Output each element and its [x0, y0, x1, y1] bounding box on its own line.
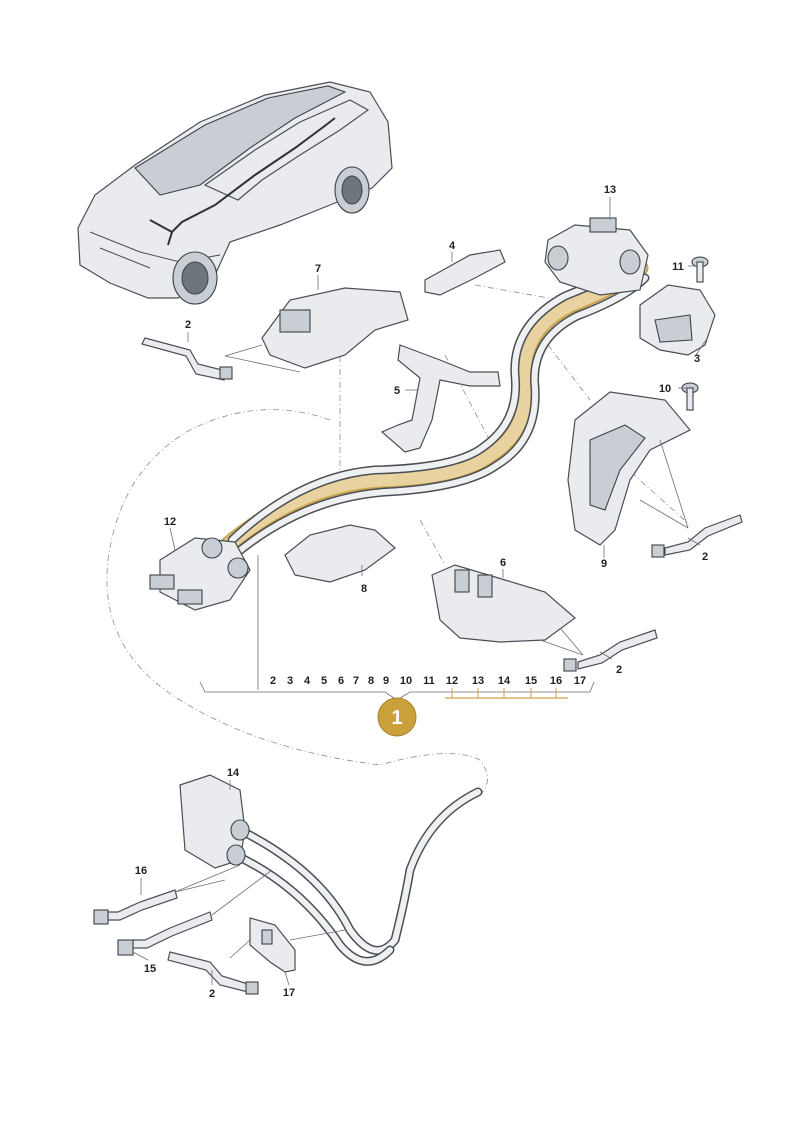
part-label-15: 15	[144, 963, 156, 975]
part-labels: 13 11 3 10 9 4 7 5 12 8 6 2 2 2 2 14 16 …	[135, 184, 708, 1000]
part-label-5: 5	[394, 385, 400, 397]
callout-row-label: 5	[321, 675, 327, 687]
cover-9	[567, 391, 691, 546]
part-label-2-top-left: 2	[185, 319, 191, 331]
bracket-5	[380, 344, 501, 453]
part-label-17: 17	[283, 987, 295, 999]
part-label-8: 8	[361, 583, 367, 595]
callout-row-label: 6	[338, 675, 344, 687]
leader-lines	[132, 197, 707, 986]
cable-tie-2a	[141, 337, 233, 381]
callout-row-label: 16	[550, 675, 562, 687]
callout-row-label: 11	[423, 675, 435, 687]
bracket-4	[424, 249, 506, 296]
part-label-10: 10	[659, 383, 671, 395]
part-label-2-bottom: 2	[209, 988, 215, 1000]
part-label-13: 13	[604, 184, 616, 196]
main-callout-badge[interactable]: 1	[377, 697, 417, 737]
part-label-11: 11	[672, 261, 684, 273]
part-label-2-right: 2	[702, 551, 708, 563]
car-illustration	[77, 81, 393, 305]
part-label-3: 3	[694, 353, 700, 365]
cable-tie-2d	[167, 951, 259, 995]
callout-row-label: 9	[383, 675, 389, 687]
part-label-12: 12	[164, 516, 176, 528]
callout-row-label: 10	[400, 675, 412, 687]
callout-row-label: 17	[574, 675, 586, 687]
callout-row-label: 2	[270, 675, 276, 687]
callout-row-label: 8	[368, 675, 374, 687]
callout-row-label: 15	[525, 675, 537, 687]
callout-row-label: 13	[472, 675, 484, 687]
cover-8	[284, 524, 396, 583]
part-label-2-middle: 2	[616, 664, 622, 676]
part-label-16: 16	[135, 865, 147, 877]
screw-11	[691, 256, 709, 283]
tray-7	[261, 287, 409, 369]
valve-13	[544, 217, 649, 296]
part-label-4: 4	[449, 240, 456, 252]
clip-15	[117, 911, 213, 956]
bracket-6	[431, 564, 576, 643]
callout-row-label: 12	[446, 675, 458, 687]
bracket-3	[639, 284, 716, 356]
callout-row-label: 7	[353, 675, 359, 687]
cable-tie-2b	[651, 514, 743, 558]
part-label-14: 14	[227, 767, 240, 779]
bracket-17	[249, 917, 296, 973]
callout-row-label: 14	[498, 675, 511, 687]
clip-16	[93, 889, 178, 925]
part-label-6: 6	[500, 557, 506, 569]
screw-10	[681, 382, 699, 411]
part-label-7: 7	[315, 263, 321, 275]
coolant-hose-assembly	[219, 257, 650, 557]
part-label-9: 9	[601, 558, 607, 570]
valve-12	[149, 537, 251, 611]
cable-tie-2c	[563, 629, 658, 672]
main-callout-label: 1	[391, 707, 402, 729]
callout-row-label: 3	[287, 675, 293, 687]
callout-row-label: 4	[304, 675, 311, 687]
valve-14	[179, 774, 250, 869]
